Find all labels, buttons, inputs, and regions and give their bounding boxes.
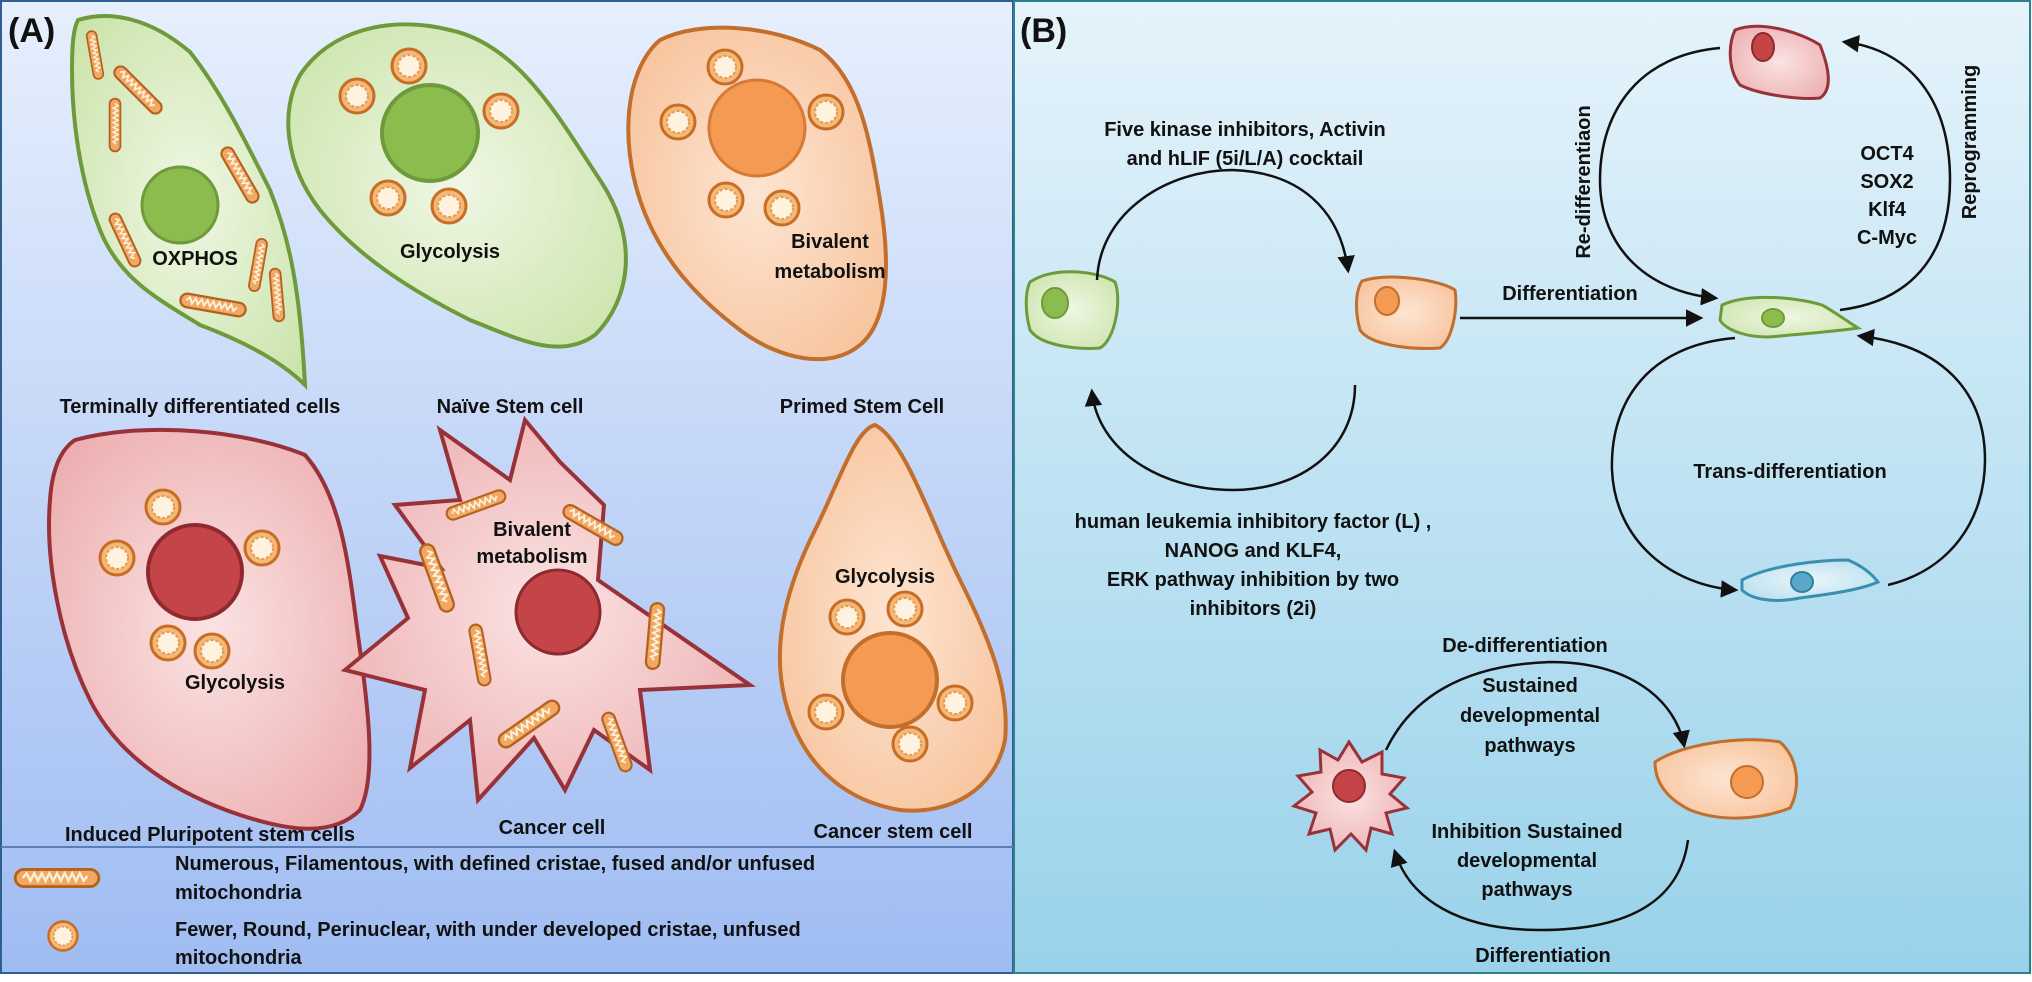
legend-filamentous-text-line2: mitochondria <box>175 882 303 904</box>
re-differentiation-label: Re-differentiaon <box>1573 105 1595 258</box>
naive-stem-cell: Glycolysis Naïve Stem cell <box>286 22 628 418</box>
cancer-cell-name: Cancer cell <box>499 817 606 839</box>
round-mitochondrion <box>144 488 182 526</box>
naive-cell-nucleus <box>380 83 480 183</box>
terminal-cell-name: Terminally differentiated cells <box>60 396 341 418</box>
cancer-cell-metabolism-line2: metabolism <box>476 546 587 568</box>
cancer-stem-cell: Glycolysis Cancer stem cell <box>777 422 1008 843</box>
reprogramming-arrow <box>1839 35 1952 312</box>
bottom-cycle-text-line4: inhibitors (2i) <box>1190 598 1317 620</box>
panel-a-label: (A) <box>8 12 55 50</box>
round-mitochondrion <box>763 189 801 227</box>
csc-name: Cancer stem cell <box>814 821 973 843</box>
cancer-cell: Bivalent metabolism Cancer cell <box>340 415 757 839</box>
csc-cell-icon <box>1653 738 1799 820</box>
arrow-naive-to-primed <box>1095 168 1355 281</box>
red-cell-icon <box>1728 24 1830 100</box>
factor-cmyc: C-Myc <box>1857 227 1917 249</box>
round-mitochondrion <box>886 590 924 628</box>
primed-cell-nucleus <box>707 78 807 178</box>
round-mitochondrion <box>98 539 136 577</box>
top-cycle-text-line2: and hLIF (5i/L/A) cocktail <box>1127 148 1364 170</box>
ipsc-cell-name: Induced Pluripotent stem cells <box>65 824 355 846</box>
differentiation-bottom-label: Differentiation <box>1475 945 1611 967</box>
legend: Numerous, Filamentous, with defined cris… <box>13 853 815 969</box>
round-mitochondrion <box>243 529 281 567</box>
bottom-cycle-text-line2: NANOG and KLF4, <box>1165 540 1342 562</box>
round-mitochondrion <box>707 181 745 219</box>
factor-klf4: Klf4 <box>1868 199 1907 221</box>
round-mitochondrion <box>706 48 744 86</box>
naive-cell-metabolism: Glycolysis <box>400 241 500 263</box>
csc-nucleus <box>841 631 939 729</box>
de-differentiation-label: De-differentiation <box>1442 635 1608 657</box>
primed-cell-metabolism-line1: Bivalent <box>791 231 869 253</box>
legend-filamentous-icon <box>13 868 101 888</box>
terminal-cell-nucleus <box>140 165 220 245</box>
round-mitochondrion <box>891 725 929 763</box>
factor-sox2: SOX2 <box>1860 171 1913 193</box>
trans-differentiation-left-arrow <box>1610 336 1739 598</box>
round-mitochondrion <box>807 93 845 131</box>
de-differentiation-arrow <box>1384 660 1690 751</box>
legend-round-icon <box>47 920 79 952</box>
round-mitochondrion <box>936 684 974 722</box>
panel-b-background <box>1013 0 2031 974</box>
inhibition-text-line2: developmental <box>1457 850 1597 872</box>
primed-cell-name: Primed Stem Cell <box>780 396 945 418</box>
legend-round-text-line1: Fewer, Round, Perinuclear, with under de… <box>175 919 801 941</box>
round-mitochondrion <box>369 179 407 217</box>
bottom-cycle-text-line3: ERK pathway inhibition by two <box>1107 569 1399 591</box>
ipsc-cell: Glycolysis Induced Pluripotent stem cell… <box>47 427 372 846</box>
terminal-cell: OXPHOS Terminally differentiated cells <box>60 14 341 418</box>
primed-stem-cell: Bivalent metabolism Primed Stem Cell <box>626 25 945 418</box>
cancer-cell-nucleus <box>514 568 602 656</box>
naive-cell-icon <box>1024 270 1120 350</box>
ipsc-cell-metabolism: Glycolysis <box>185 672 285 694</box>
round-mitochondrion <box>807 693 845 731</box>
round-mitochondrion <box>828 598 866 636</box>
legend-filamentous-text-line1: Numerous, Filamentous, with defined cris… <box>175 853 815 875</box>
naive-cell-name: Naïve Stem cell <box>437 396 584 418</box>
ipsc-cell-membrane <box>47 427 372 831</box>
panel-b: (B) Five kinase inhibitors, Activin and … <box>1013 0 2031 974</box>
round-mitochondrion <box>390 47 428 85</box>
factor-oct4: OCT4 <box>1860 143 1914 165</box>
trans-differentiated-cell-icon <box>1740 558 1881 602</box>
primed-cell-icon <box>1355 275 1458 350</box>
filamentous-mitochondrion <box>108 97 122 153</box>
round-mitochondrion <box>659 103 697 141</box>
legend-round-text-line2: mitochondria <box>175 947 303 969</box>
cancer-cell-icon <box>1290 739 1411 854</box>
differentiation-bottom-arrow <box>1390 839 1690 932</box>
re-differentiation-arrow <box>1598 46 1721 306</box>
round-mitochondrion <box>193 632 231 670</box>
trans-differentiation-label: Trans-differentiation <box>1693 461 1886 483</box>
sustained-text-line2: developmental <box>1460 705 1600 727</box>
reprogramming-label: Reprogramming <box>1959 65 1981 219</box>
primed-cell-metabolism-line2: metabolism <box>774 261 885 283</box>
differentiated-cell-icon <box>1718 295 1863 339</box>
inhibition-text-line3: pathways <box>1481 879 1572 901</box>
differentiation-label: Differentiation <box>1502 283 1638 305</box>
terminal-cell-metabolism: OXPHOS <box>152 248 238 270</box>
trans-differentiation-right-arrow <box>1856 328 1987 587</box>
round-mitochondrion <box>338 77 376 115</box>
panel-a: (A) OXPHOS Terminally differentiated cel… <box>0 0 1014 974</box>
bottom-cycle-text-line1: human leukemia inhibitory factor (L) , <box>1075 511 1432 533</box>
ipsc-cell-nucleus <box>146 523 244 621</box>
panel-b-label: (B) <box>1020 12 1067 50</box>
sustained-text-line3: pathways <box>1484 735 1575 757</box>
csc-metabolism: Glycolysis <box>835 566 935 588</box>
round-mitochondrion <box>430 187 468 225</box>
round-mitochondrion <box>149 624 187 662</box>
sustained-text-line1: Sustained <box>1482 675 1578 697</box>
cancer-cell-metabolism-line1: Bivalent <box>493 519 571 541</box>
inhibition-text-line1: Inhibition Sustained <box>1431 821 1622 843</box>
arrow-primed-to-naive <box>1084 384 1357 492</box>
top-cycle-text-line1: Five kinase inhibitors, Activin <box>1104 119 1386 141</box>
round-mitochondrion <box>482 92 520 130</box>
